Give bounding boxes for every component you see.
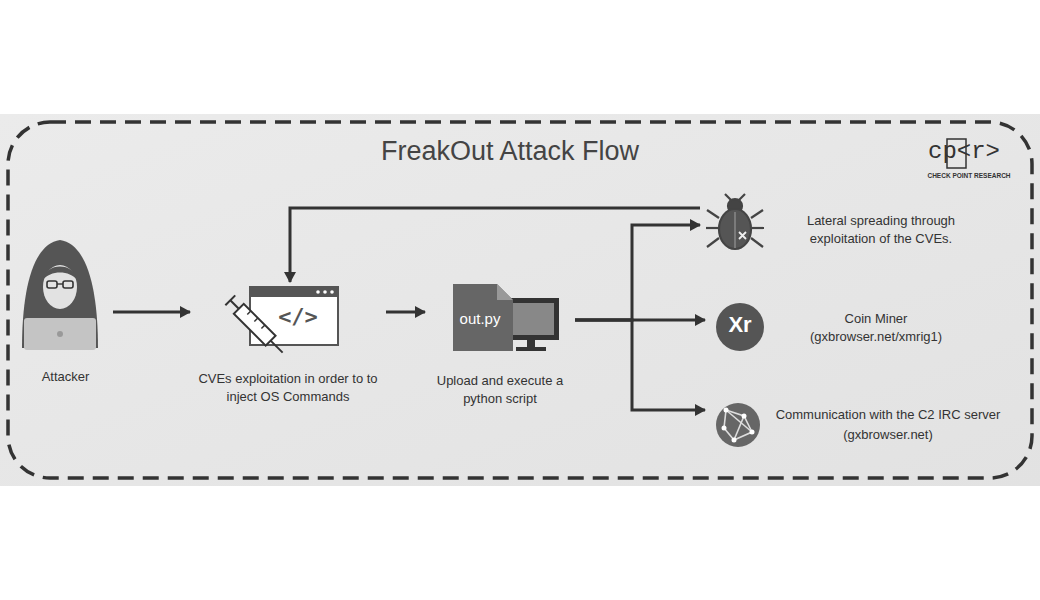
step-text: Coin Miner <box>787 310 965 328</box>
bug-icon <box>706 194 764 249</box>
step-detail: (gxbrowser.net) <box>761 426 1015 444</box>
logo-text: CHECK POINT RESEARCH <box>914 172 1024 180</box>
step-detail: Upload and execute a python script <box>425 372 575 407</box>
panel <box>0 114 1040 486</box>
network-globe-icon <box>716 403 760 447</box>
flow-step: CVEs exploitation in order to to inject … <box>190 282 386 410</box>
flow-step: Attacker <box>18 235 113 390</box>
step-text: Communication with the C2 IRC server <box>761 406 1015 424</box>
step-text: out.py <box>450 309 510 329</box>
logo-text: Xr <box>716 312 764 338</box>
flow-arrow <box>113 311 190 314</box>
flow-arrow <box>575 225 700 320</box>
step-detail: (gxbrowser.net/xmrig1) <box>787 328 965 346</box>
flow-step: Lateral spreading through exploitation o… <box>700 195 972 255</box>
attacker-icon <box>22 240 98 350</box>
flow-arrow <box>386 311 425 314</box>
flow-step: out.pyUpload and execute a python script <box>425 282 575 411</box>
diagram-title: FreakOut Attack Flow <box>260 136 760 167</box>
step-text: CVEs exploitation in order to to inject … <box>190 370 386 405</box>
logo-text: </> <box>276 304 320 330</box>
step-text: Lateral spreading through exploitation o… <box>792 212 970 247</box>
flow-arrow <box>290 208 700 282</box>
browser-syringe-icon <box>225 287 338 358</box>
miner-logo <box>716 303 764 351</box>
dashed-border <box>8 122 1032 478</box>
logo-text: cp<r> <box>924 138 1004 167</box>
flow-arrow <box>575 320 705 410</box>
step-text: Attacker <box>18 368 113 386</box>
flow-step: Communication with the C2 IRC server (gxb… <box>705 390 1017 455</box>
